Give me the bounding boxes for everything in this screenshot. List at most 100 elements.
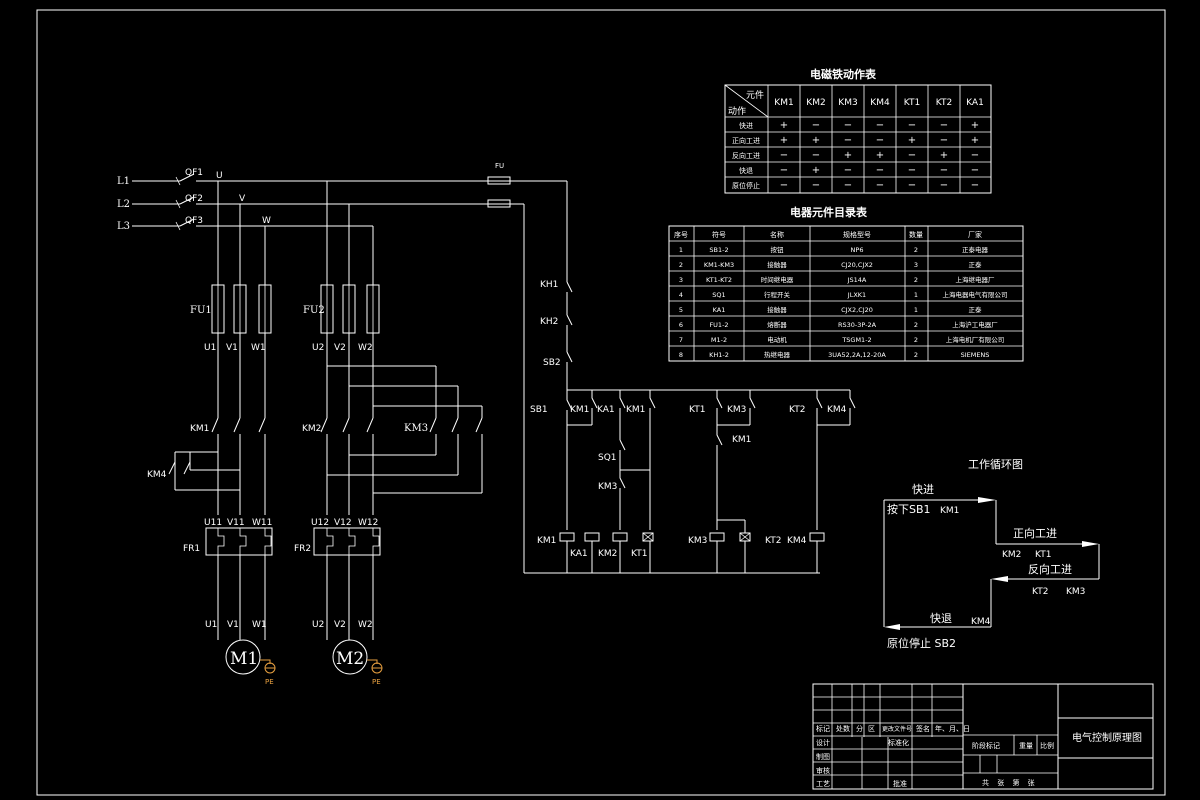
comp-cell: 3 [679,276,683,284]
action-cell: − [780,180,788,191]
comp-cell: 热继电器 [764,350,791,359]
comp-cell: FU1-2 [709,321,728,329]
tb-craft: 工艺 [816,780,830,788]
tb-label-sign: 签名 [916,724,930,733]
action-cell: − [844,165,852,176]
m2-terminal-bottom-v2: V2 [334,620,346,630]
tb-label-date: 年、月、日 [935,724,970,733]
comp-header: 符号 [712,230,726,239]
m1-terminal-w1: W1 [251,343,266,353]
action-cell: − [812,180,820,191]
coil-label-kt2: KT2 [765,536,781,546]
cycle-press: 按下SB1 [887,502,931,516]
comp-cell: 4 [679,291,683,299]
tb-label-mark: 标记 [816,724,830,733]
motor-m2 [332,639,368,675]
phase-label-w: W [262,216,271,226]
ctrl-start-sb1: SB1 [530,405,548,415]
ctrl-row-km1: KM1 [570,405,589,415]
action-table-corner-top: 元件 [746,89,764,101]
action-cell: − [940,120,948,131]
m1-thermal-v11: V11 [227,518,245,528]
cycle-forward-feed: 正向工进 [1013,526,1057,540]
action-cell: − [780,165,788,176]
m2-reverse-label: KM3 [404,423,428,434]
comp-cell: 7 [679,336,683,344]
cycle-fast-forward: 快进 [912,483,934,496]
coil-ka1 [584,532,600,542]
comp-cell: 熔断器 [767,320,787,329]
comp-cell: 2 [914,336,918,344]
action-cell: + [971,120,979,131]
comp-cell: 5 [679,306,683,314]
action-col-header: KM4 [870,98,890,108]
comp-cell: NP6 [851,246,864,254]
cycle-stop: 原位停止 SB2 [887,636,956,650]
drawing-frame [36,9,1166,796]
action-row-name: 快退 [739,166,753,175]
coil-label-ka1: KA1 [570,549,588,559]
m2-terminal-bottom-w2: W2 [358,620,373,630]
action-cell: + [780,135,788,146]
action-cell: + [908,135,916,146]
coil-km3 [709,532,725,542]
cycle-reverse-km: KM3 [1066,587,1085,597]
comp-cell: RS30-3P-2A [838,321,877,329]
comp-cell: 上海电器电气有限公司 [943,290,1008,299]
m2-terminal-u2: U2 [312,343,324,353]
comp-cell: 2 [914,351,918,359]
drawing-title: 电气控制原理图 [1072,731,1142,744]
m2-thermal-w12: W12 [358,518,378,528]
breaker-qf1 [179,173,195,182]
m2-terminal-v2: V2 [334,343,346,353]
action-cell: − [971,165,979,176]
coil-label-km4: KM4 [787,536,807,546]
coil-km2 [612,532,628,542]
ctrl-contact-sb2: SB2 [543,358,561,368]
m2-thermal-u12: U12 [311,518,329,528]
power-input: L1 L2 L3 QF1 QF2 QF3 U V W FU [117,162,567,232]
action-cell: − [812,150,820,161]
cycle-reverse-kt: KT2 [1032,587,1048,597]
comp-cell: SIEMENS [961,351,990,359]
comp-cell: 接触器 [767,305,787,314]
ctrl-row-km3: KM3 [727,405,746,415]
m2-ground-label: PE [372,678,381,686]
comp-cell: CJ20,CJX2 [841,261,873,269]
action-cell: + [971,135,979,146]
ctrl-row-kt1: KT1 [689,405,705,415]
action-cell: + [844,150,852,161]
comp-cell: 上海电机厂有限公司 [946,335,1005,344]
component-table-title: 电器元件目录表 [790,205,868,219]
tb-label-zone: 区 [868,725,875,733]
ctrl-km1-aux: KM1 [732,435,751,445]
comp-cell: KH1-2 [709,351,729,359]
ctrl-row-km4: KM4 [827,405,847,415]
action-cell: + [876,150,884,161]
action-cell: − [971,180,979,191]
m1-terminal-v1: V1 [226,343,238,353]
m1-relay-label: FR1 [183,544,200,554]
comp-header: 数量 [909,230,923,239]
action-cell: − [971,150,979,161]
comp-cell: 6 [679,321,683,329]
phase-label-v: V [239,194,246,204]
action-cell: − [844,135,852,146]
action-cell: + [812,165,820,176]
comp-cell: CJX2,CJ20 [841,306,873,314]
action-cell: − [908,165,916,176]
coil-kt1 [642,532,654,542]
tb-label-change: 更改文件号 [882,725,912,733]
cycle-title: 工作循环图 [968,458,1023,471]
comp-cell: TSGM1-2 [841,336,871,344]
comp-cell: 1 [914,306,918,314]
control-circuit: KH1 KH2 SB2 SB1 KM1 KA1 KM1 KT1 KM3 KT2 … [510,180,856,574]
coil-label-km3: KM3 [688,536,707,546]
ctrl-row-kt2: KT2 [789,405,805,415]
cycle-reverse-feed: 反向工进 [1028,562,1072,576]
action-cell: − [908,150,916,161]
line-label-l3: L3 [117,221,130,232]
